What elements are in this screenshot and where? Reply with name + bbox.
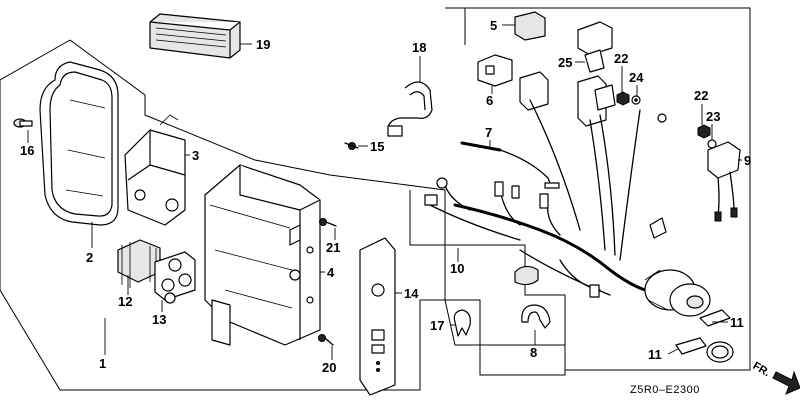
- clamp-box-frame: [420, 299, 566, 376]
- leader-lines: [27, 24, 742, 360]
- grommet: [514, 265, 539, 286]
- callout-16: 16: [20, 143, 34, 158]
- part-7-wire: [460, 141, 560, 189]
- part-3-bracket: [124, 114, 186, 226]
- part-10-wire-harness: [424, 99, 667, 298]
- part-6-connector: [477, 54, 513, 87]
- callout-11-right: 11: [730, 315, 744, 330]
- direction-label: FR.: [751, 360, 772, 379]
- part-2-control-box-cover: [39, 61, 119, 226]
- callout-2: 2: [86, 250, 93, 265]
- part-5-relay: [514, 11, 546, 41]
- callout-17: 17: [430, 318, 444, 333]
- callout-21: 21: [326, 240, 340, 255]
- part-19-rubber-pad: [149, 13, 241, 59]
- part-22-nut-b: [697, 124, 711, 139]
- callout-22-right: 22: [694, 88, 708, 103]
- ignition-switch: [644, 269, 711, 317]
- part-22-nut-a: [616, 91, 630, 106]
- callout-19: 19: [256, 37, 270, 52]
- callout-18: 18: [412, 40, 426, 55]
- callout-13: 13: [152, 312, 166, 327]
- part-18-cable-strap: [387, 81, 433, 137]
- part-17-clip: [453, 309, 471, 337]
- callout-3: 3: [192, 148, 199, 163]
- o-ring: [706, 341, 734, 363]
- callout-10: 10: [450, 261, 464, 276]
- part-4-control-box: [204, 164, 321, 346]
- callout-22-top: 22: [614, 51, 628, 66]
- part-12-switch: [117, 239, 161, 288]
- part-11-key-a: [699, 309, 731, 327]
- part-14-gasket: [359, 237, 396, 396]
- callout-8: 8: [530, 345, 537, 360]
- callout-9: 9: [744, 153, 751, 168]
- part-13-circuit-breaker: [154, 251, 196, 304]
- callout-12: 12: [118, 294, 132, 309]
- diagram-code: Z5R0–E2300: [630, 384, 700, 396]
- callout-11-bottom: 11: [648, 347, 662, 362]
- part-9-capacitor: [707, 141, 741, 222]
- callout-4: 4: [327, 265, 335, 280]
- part-21-screw: [319, 218, 337, 227]
- callout-14: 14: [404, 286, 419, 301]
- part-11-key-b: [675, 337, 707, 355]
- callout-7: 7: [485, 125, 492, 140]
- callout-5: 5: [490, 18, 497, 33]
- callout-15: 15: [370, 139, 384, 154]
- part-25-fuse-holder: [577, 21, 613, 73]
- callout-20: 20: [322, 360, 336, 375]
- callout-24: 24: [629, 70, 644, 85]
- part-16-bolt: [13, 118, 33, 128]
- callout-6: 6: [486, 93, 493, 108]
- callout-23: 23: [706, 109, 720, 124]
- front-direction-arrow: FR.: [751, 360, 800, 395]
- part-20-screw: [318, 334, 334, 346]
- part-8-clamp: [521, 304, 551, 329]
- part-15-bolt: [344, 142, 359, 150]
- callout-1: 1: [99, 356, 106, 371]
- callout-25: 25: [558, 55, 572, 70]
- part-24-washer: [631, 95, 641, 105]
- harness-connectors: [519, 71, 616, 127]
